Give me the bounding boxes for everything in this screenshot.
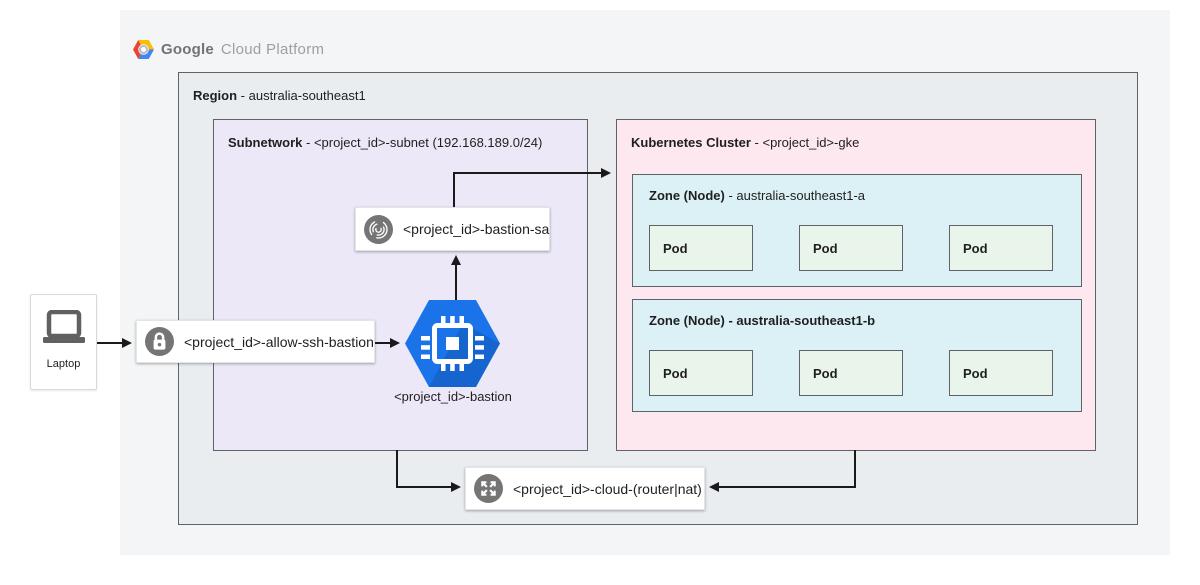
region-box: Region - australia-southeast1 Subnetwork… xyxy=(178,72,1138,525)
zone-node-b-box: Zone (Node) - australia-southeast1-b Pod… xyxy=(632,299,1082,412)
cloud-router-nat-label: <project_id>-cloud-(router|nat) xyxy=(513,480,702,497)
kubernetes-cluster-box: Kubernetes Cluster - <project_id>-gke Zo… xyxy=(616,119,1096,451)
region-label-bold: Region xyxy=(193,88,238,103)
region-label-rest: - australia-southeast1 xyxy=(237,88,366,103)
firewall-rule-card: <project_id>-allow-ssh-bastion xyxy=(136,320,375,363)
service-account-card: <project_id>-bastion-sa xyxy=(355,207,550,251)
cluster-label-bold: Kubernetes Cluster xyxy=(631,135,751,150)
fingerprint-icon xyxy=(364,214,393,244)
expand-arrows-icon xyxy=(474,474,503,503)
zone-node-a-box: Zone (Node) - australia-southeast1-a Pod… xyxy=(632,174,1082,287)
lock-icon xyxy=(145,327,174,356)
cluster-label-rest: - <project_id>-gke xyxy=(750,135,860,150)
subnetwork-label-rest: - <project_id>-subnet (192.168.189.0/24) xyxy=(302,135,543,150)
subnetwork-box: Subnetwork - <project_id>-subnet (192.16… xyxy=(213,119,588,451)
cloud-router-nat-card: <project_id>-cloud-(router|nat) xyxy=(465,467,705,510)
laptop-card: Laptop xyxy=(30,294,97,390)
logo-text-cloud-platform: Cloud Platform xyxy=(220,41,325,58)
region-label: Region - australia-southeast1 xyxy=(193,88,366,103)
compute-engine-chip-icon xyxy=(405,300,500,387)
logo-text-google: Google xyxy=(161,41,214,58)
firewall-rule-label: <project_id>-allow-ssh-bastion xyxy=(184,333,374,350)
laptop-icon xyxy=(42,310,85,343)
kubernetes-cluster-label: Kubernetes Cluster - <project_id>-gke xyxy=(631,135,859,150)
pod-box: Pod xyxy=(649,225,753,271)
laptop-label: Laptop xyxy=(46,358,81,370)
subnetwork-label: Subnetwork - <project_id>-subnet (192.16… xyxy=(228,135,542,150)
bastion-label: <project_id>-bastion xyxy=(394,389,512,404)
service-account-label: <project_id>-bastion-sa xyxy=(403,221,550,237)
subnetwork-label-bold: Subnetwork xyxy=(228,135,303,150)
pod-box: Pod xyxy=(649,350,753,396)
gcp-hexagon-logo-icon xyxy=(133,40,154,59)
zone-b-label: Zone (Node) - australia-southeast1-b xyxy=(649,313,876,328)
gcp-logo: Google Cloud Platform xyxy=(133,40,324,59)
pod-box: Pod xyxy=(799,225,903,271)
pod-box: Pod xyxy=(949,350,1053,396)
zone-a-label: Zone (Node) - australia-southeast1-a xyxy=(649,188,866,203)
pod-box: Pod xyxy=(799,350,903,396)
pod-box: Pod xyxy=(949,225,1053,271)
